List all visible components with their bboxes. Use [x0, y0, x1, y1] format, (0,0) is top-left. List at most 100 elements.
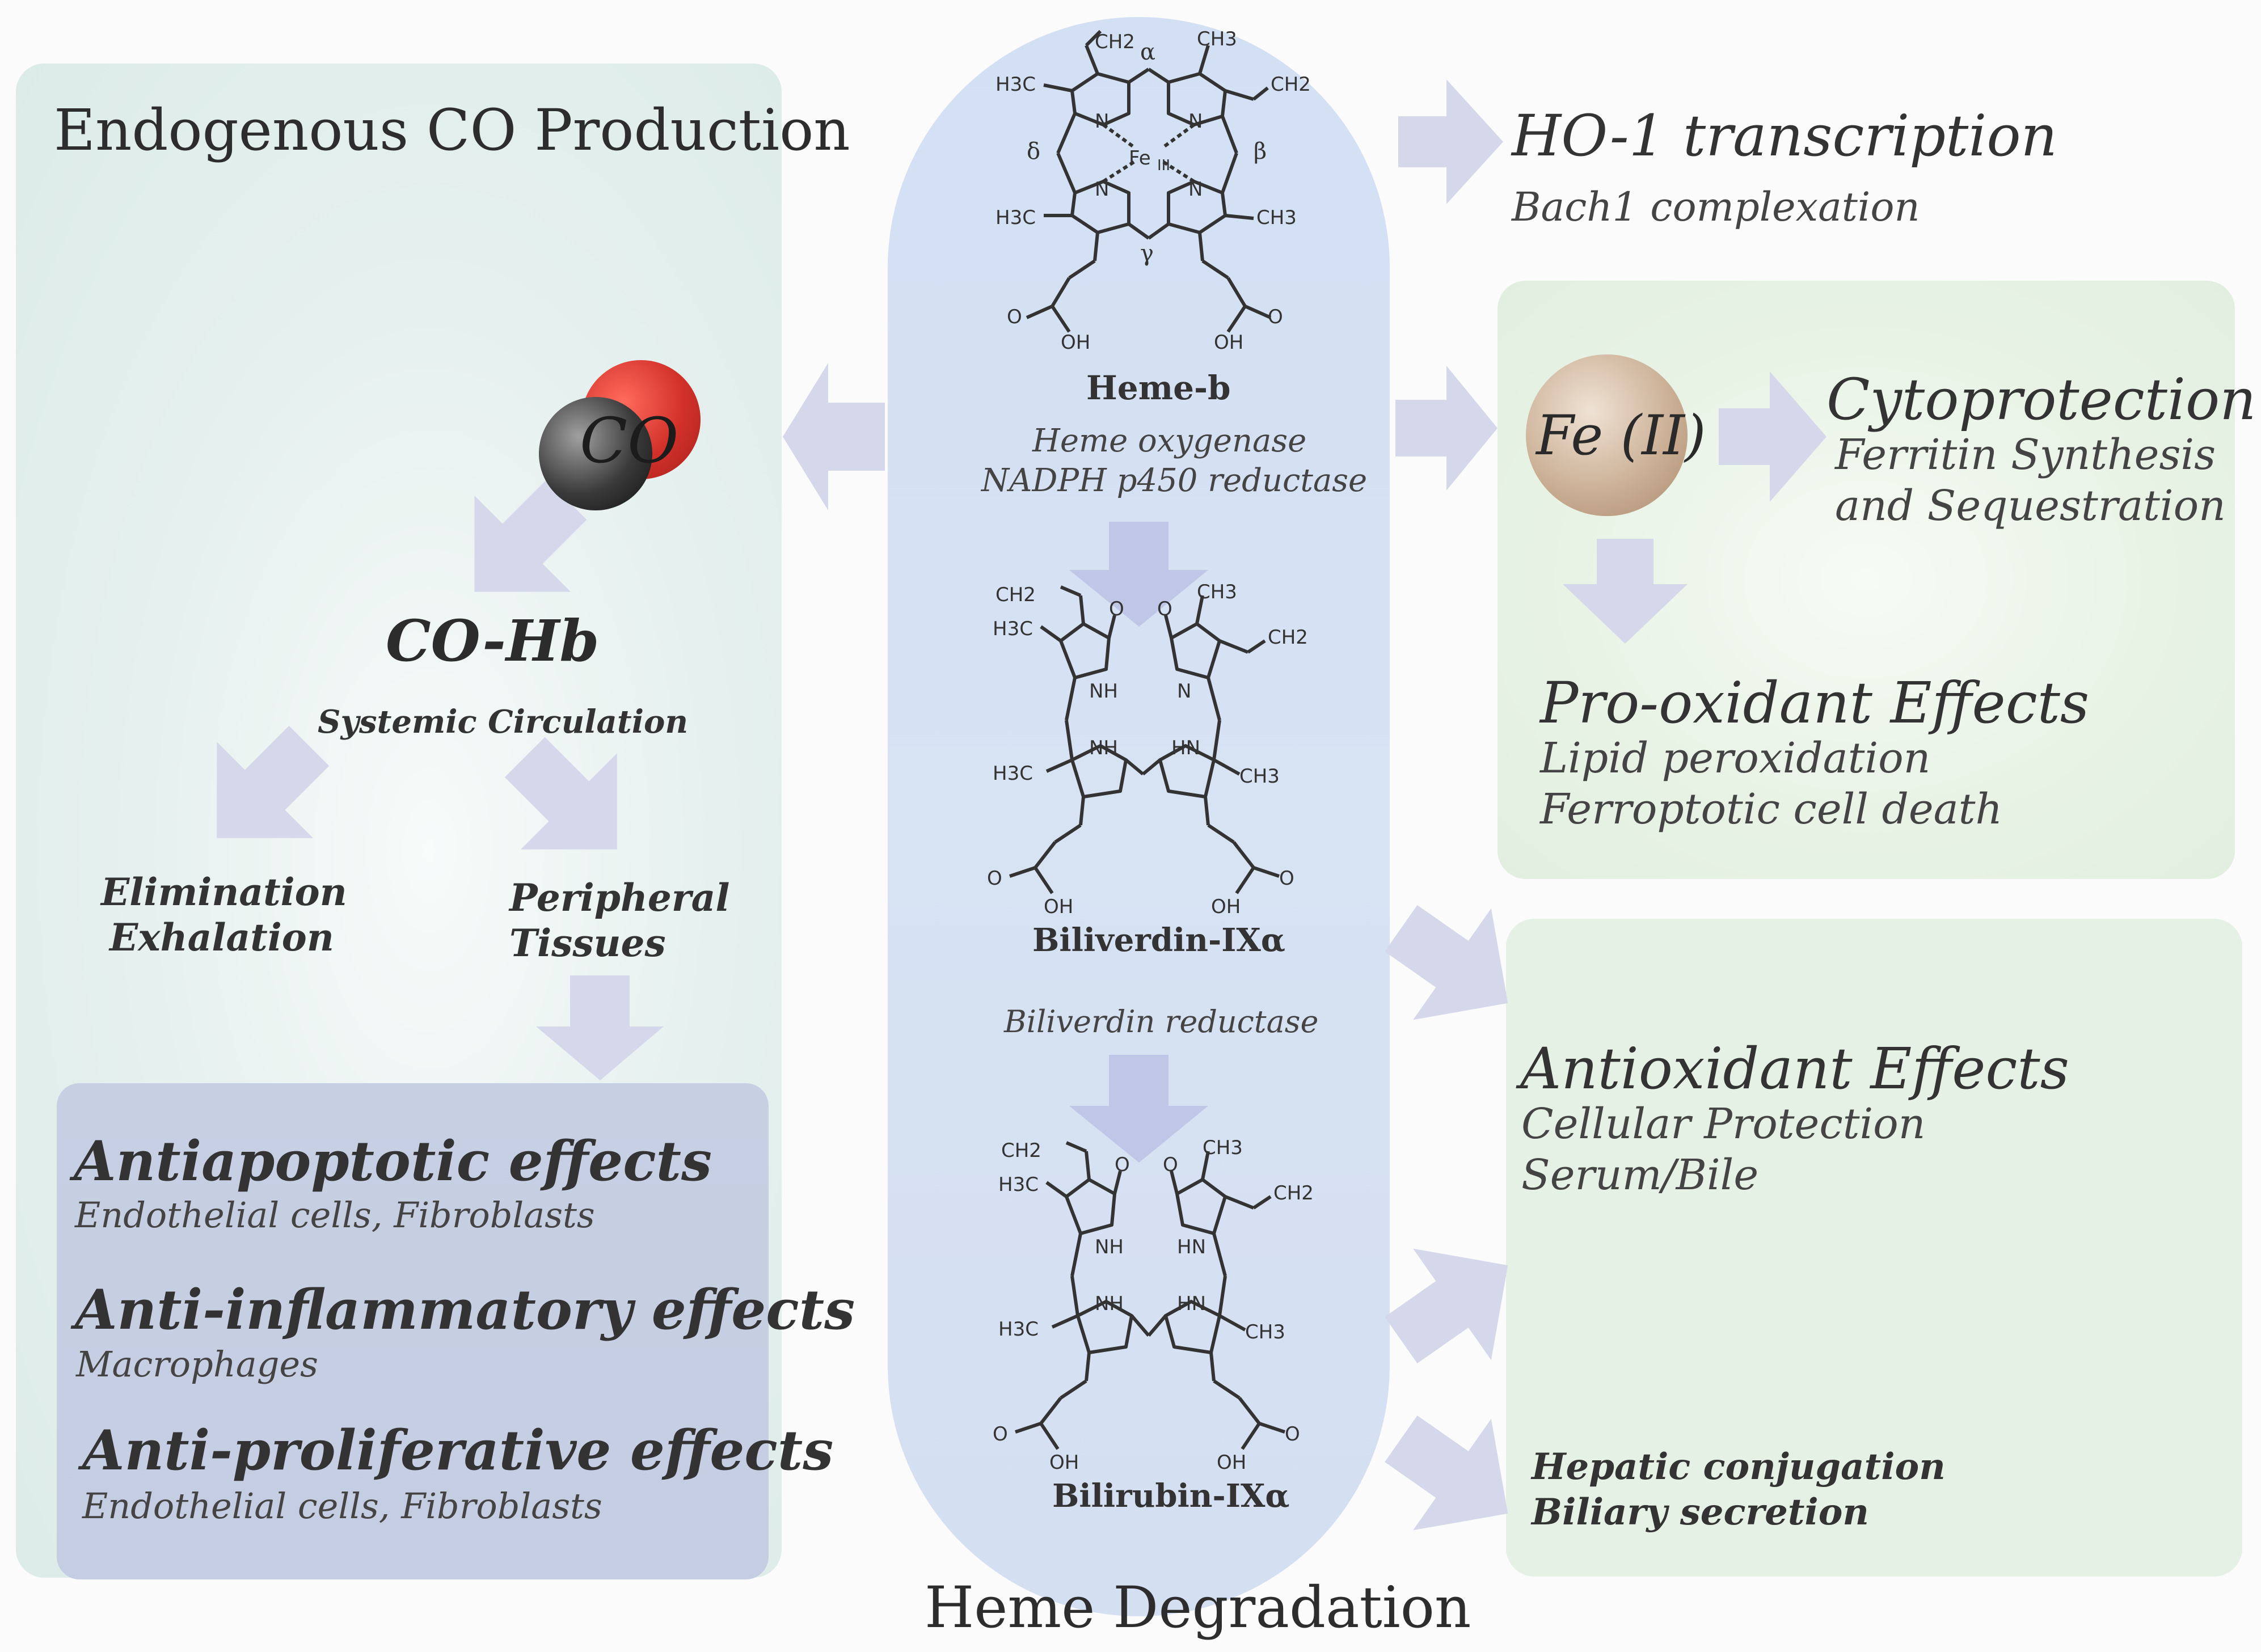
- bv-ch3-1: CH3: [1197, 584, 1237, 603]
- arrow-to-elimination: [217, 725, 330, 838]
- heme-oh-2: OH: [1214, 331, 1243, 354]
- arrow-to-antioxidant-2: [1385, 1248, 1508, 1364]
- lipid-peroxidation-label: Lipid peroxidation: [1540, 734, 1931, 783]
- carbon-atom-icon: [539, 397, 652, 510]
- heme-ch2-1: CH2: [1095, 31, 1135, 53]
- bv-h3c-1: H3C: [993, 618, 1033, 640]
- heme-degradation-title: Heme Degradation: [925, 1574, 1471, 1641]
- effect-title-antiproliferative: Anti-proliferative effects: [82, 1418, 834, 1482]
- heme-oxygenase-label: Heme oxygenase: [1032, 422, 1307, 459]
- bv-ch2-2: CH2: [1268, 626, 1308, 649]
- heme-o-1: O: [1007, 306, 1022, 328]
- br-h3c-1: H3C: [998, 1173, 1039, 1196]
- arrow-heme-to-biliverdin: [1069, 522, 1208, 627]
- sequestration-label: and Sequestration: [1835, 481, 2226, 530]
- bv-o-3: O: [987, 867, 1002, 890]
- cellular-protection-label: Cellular Protection: [1521, 1100, 1926, 1148]
- ho1-transcription-title: HO-1 transcription: [1512, 103, 2057, 169]
- biliverdin-reductase-label: Biliverdin reductase: [1004, 1004, 1319, 1040]
- bilirubin-structure: CH2 CH3 CH2 H3C H3C CH3 O O NH HN NH HN …: [993, 1140, 1314, 1474]
- co-label: CO: [580, 404, 679, 477]
- effect-sub-antiproliferative: Endothelial cells, Fibroblasts: [82, 1485, 602, 1527]
- co-effects-box: [57, 1083, 769, 1579]
- br-hn-2: HN: [1177, 1292, 1206, 1315]
- bv-n-1: N: [1177, 680, 1191, 703]
- biliary-secretion-label: Biliary secretion: [1532, 1491, 1869, 1533]
- arrow-biliverdin-to-bilirubin: [1069, 1055, 1208, 1163]
- heme-fe: Fe: [1129, 147, 1151, 170]
- bach1-label: Bach1 complexation: [1512, 184, 1920, 230]
- br-nh-1: NH: [1095, 1236, 1124, 1258]
- br-nh-2: NH: [1095, 1292, 1124, 1315]
- bv-ch3-2: CH3: [1239, 765, 1280, 788]
- br-oh-2: OH: [1217, 1451, 1246, 1474]
- fe-ii-label: Fe (II): [1536, 404, 1706, 467]
- arrow-fe-to-cyto: [1719, 371, 1826, 502]
- bv-o-1: O: [1109, 598, 1124, 620]
- panel-title-co-production: Endogenous CO Production: [54, 97, 850, 163]
- heme-o-2: O: [1268, 306, 1283, 328]
- bv-nh-1: NH: [1089, 680, 1118, 703]
- nadph-reductase-label: NADPH p450 reductase: [981, 462, 1368, 499]
- heme-h3c-2: H3C: [995, 206, 1036, 229]
- biliverdin-structure: CH2 CH3 CH2 H3C H3C CH3 O O NH N NH HN O…: [987, 584, 1308, 918]
- br-hn-1: HN: [1177, 1236, 1206, 1258]
- heme-ch3-1: CH3: [1197, 28, 1237, 50]
- bv-o-2: O: [1157, 598, 1172, 620]
- br-ch2-2: CH2: [1273, 1182, 1314, 1205]
- arrow-to-co: [783, 363, 885, 510]
- br-o-4: O: [1285, 1423, 1300, 1446]
- biliverdin-label: Biliverdin-IXα: [1032, 922, 1285, 959]
- br-h3c-2: H3C: [998, 1318, 1039, 1341]
- ferritin-synthesis-label: Ferritin Synthesis: [1835, 430, 2216, 479]
- cohb-subtitle: Systemic Circulation: [318, 703, 689, 741]
- effect-title-antiapoptotic: Antiapoptotic effects: [74, 1129, 712, 1193]
- heme-oh-1: OH: [1061, 331, 1090, 354]
- bv-oh-2: OH: [1211, 895, 1241, 918]
- effect-sub-antiapoptotic: Endothelial cells, Fibroblasts: [75, 1194, 595, 1236]
- bv-oh-1: OH: [1044, 895, 1073, 918]
- arrow-to-antioxidant: [1385, 905, 1508, 1020]
- elimination-label: Elimination: [101, 870, 347, 914]
- heme-n-1: N: [1095, 110, 1109, 133]
- bv-ch2-1: CH2: [995, 584, 1036, 606]
- heme-gamma: γ: [1140, 240, 1154, 267]
- bv-nh-2: NH: [1089, 737, 1118, 759]
- heme-n-2: N: [1188, 110, 1203, 133]
- heme-degradation-panel: [888, 17, 1390, 1616]
- arrow-to-effects: [536, 975, 664, 1080]
- serum-bile-label: Serum/Bile: [1521, 1151, 1759, 1199]
- heme-delta: δ: [1027, 138, 1040, 164]
- pro-oxidant-title: Pro-oxidant Effects: [1540, 670, 2090, 736]
- effect-sub-antiinflammatory: Macrophages: [76, 1343, 318, 1385]
- effect-title-antiinflammatory: Anti-inflammatory effects: [75, 1278, 855, 1342]
- arrow-to-fe: [1395, 366, 1498, 491]
- arrow-to-hepatic: [1385, 1415, 1508, 1531]
- heme-ch2-2: CH2: [1271, 73, 1311, 96]
- bilirubin-label: Bilirubin-IXα: [1052, 1477, 1290, 1515]
- br-ch3-1: CH3: [1203, 1140, 1243, 1159]
- cohb-title: CO-Hb: [386, 607, 600, 674]
- ferroptotic-label: Ferroptotic cell death: [1540, 785, 2003, 834]
- arrow-to-peripheral: [504, 737, 617, 850]
- antioxidant-title: Antioxidant Effects: [1520, 1036, 2069, 1102]
- heme-ch3-2: CH3: [1256, 206, 1297, 229]
- br-ch3-2: CH3: [1245, 1321, 1285, 1343]
- iron-ion-icon: [1526, 354, 1688, 516]
- exhalation-label: Exhalation: [109, 915, 334, 960]
- antioxidant-panel: [1506, 919, 2242, 1577]
- arrow-fe-to-prox: [1563, 539, 1688, 644]
- heme-beta: β: [1254, 138, 1267, 164]
- tissues-label: Tissues: [509, 921, 666, 965]
- br-oh-1: OH: [1049, 1451, 1079, 1474]
- heme-b-label: Heme-b: [1086, 369, 1231, 407]
- arrow-co-to-cohb: [474, 479, 587, 592]
- heme-alpha: α: [1140, 39, 1155, 65]
- bv-hn-1: HN: [1171, 737, 1200, 759]
- br-ch2-1: CH2: [1001, 1140, 1041, 1162]
- br-o-1: O: [1115, 1154, 1130, 1176]
- arrow-to-ho1: [1398, 79, 1503, 204]
- cytoprotection-title: Cytoprotection: [1826, 366, 2256, 433]
- br-o-3: O: [993, 1423, 1008, 1446]
